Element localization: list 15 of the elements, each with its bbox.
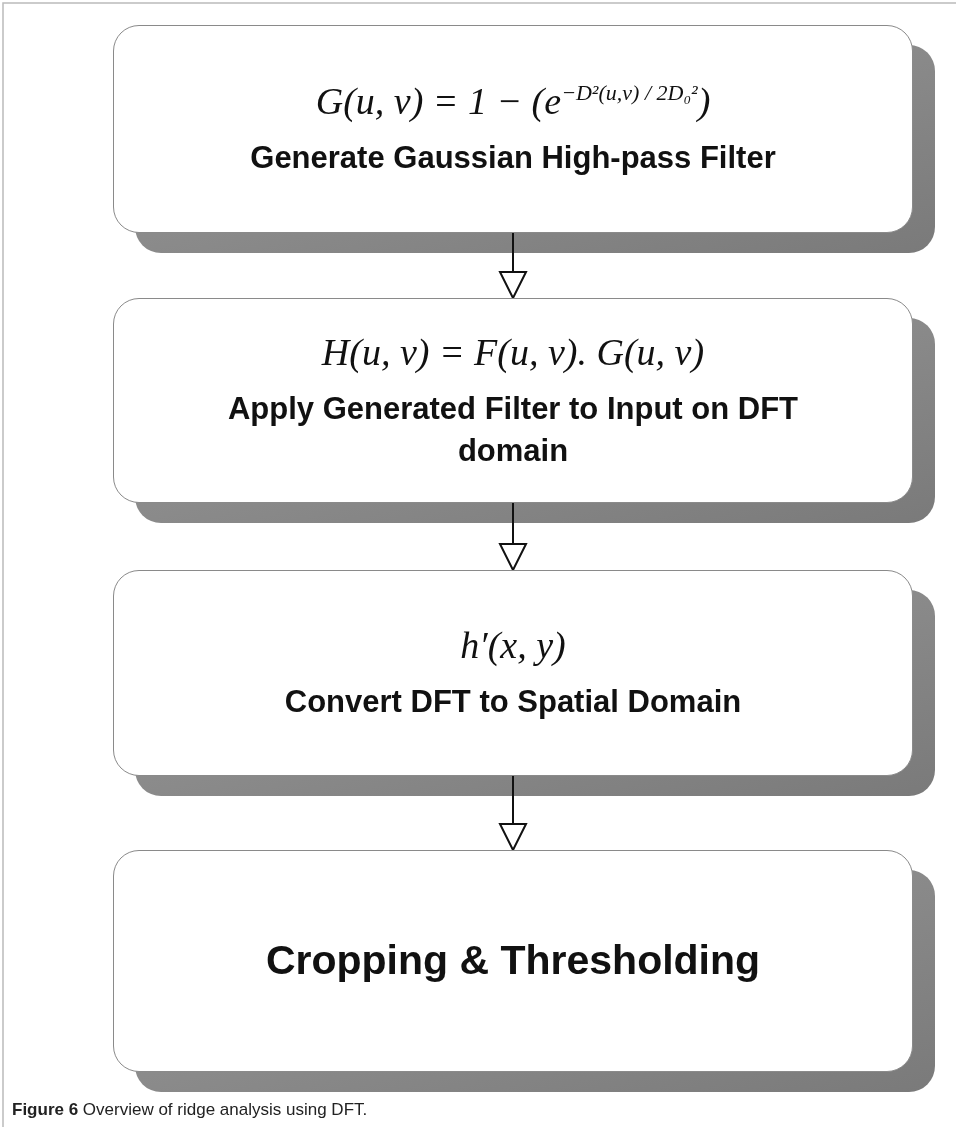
arrow — [499, 502, 527, 571]
formula: H(u, v) = F(u, v). G(u, v) — [321, 329, 705, 374]
arrow — [499, 232, 527, 299]
formula: h′(x, y) — [460, 623, 566, 668]
step-title: Apply Generated Filter to Input on DFT domain — [226, 389, 800, 470]
process-box — [113, 298, 913, 503]
step-title: Cropping & Thresholding — [265, 936, 761, 986]
figure-caption: Figure 6 Overview of ridge analysis using DFT. — [12, 1100, 368, 1120]
step-title: Generate Gaussian High-pass Filter — [250, 139, 776, 178]
arrow — [499, 775, 527, 851]
step-title: Convert DFT to Spatial Domain — [284, 683, 742, 722]
process-box — [113, 25, 913, 233]
formula: G(u, v) = 1 − (e$^{−D²(u,v) / 2D₀²}$) — [315, 79, 711, 124]
process-box — [113, 850, 913, 1072]
process-box — [113, 570, 913, 776]
